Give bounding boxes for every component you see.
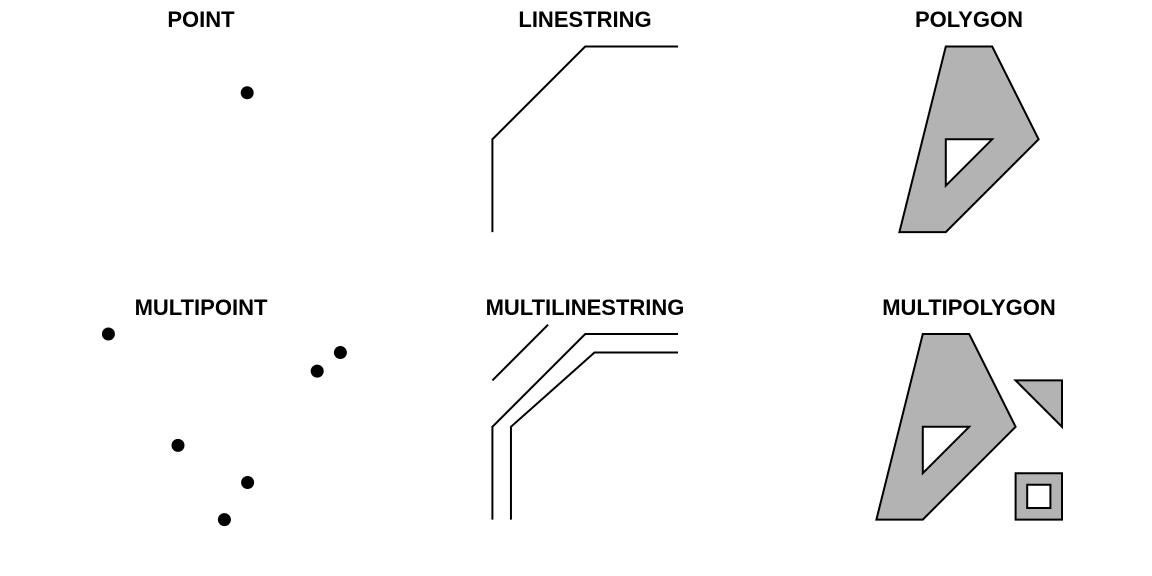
multipolygon-polygon-1 (1014, 472, 1063, 521)
multipoint-point-2 (171, 438, 185, 452)
title-polygon: POLYGON (915, 7, 1023, 32)
multipoint-point-5 (101, 327, 115, 341)
title-linestring: LINESTRING (518, 7, 652, 32)
multipolygon-polygon-2 (1013, 379, 1063, 430)
multipoint-point-0 (217, 513, 231, 527)
multilinestring-line-1 (509, 351, 678, 520)
multipoint-point-4 (310, 364, 324, 378)
title-multilinestring: MULTILINESTRING (485, 295, 685, 320)
polygon-polygon-0 (898, 45, 1040, 234)
title-multipolygon: MULTIPOLYGON (882, 295, 1056, 320)
multipolygon-polygon-0 (875, 333, 1017, 521)
multilinestring-line-0 (491, 333, 678, 520)
linestring-line-0 (491, 45, 678, 233)
multipoint-point-3 (333, 346, 347, 360)
point-point-0 (240, 86, 254, 100)
title-multipoint: MULTIPOINT (134, 295, 268, 320)
multilinestring-line-2 (491, 324, 549, 382)
multipoint-point-1 (241, 475, 255, 489)
title-point: POINT (167, 7, 235, 32)
